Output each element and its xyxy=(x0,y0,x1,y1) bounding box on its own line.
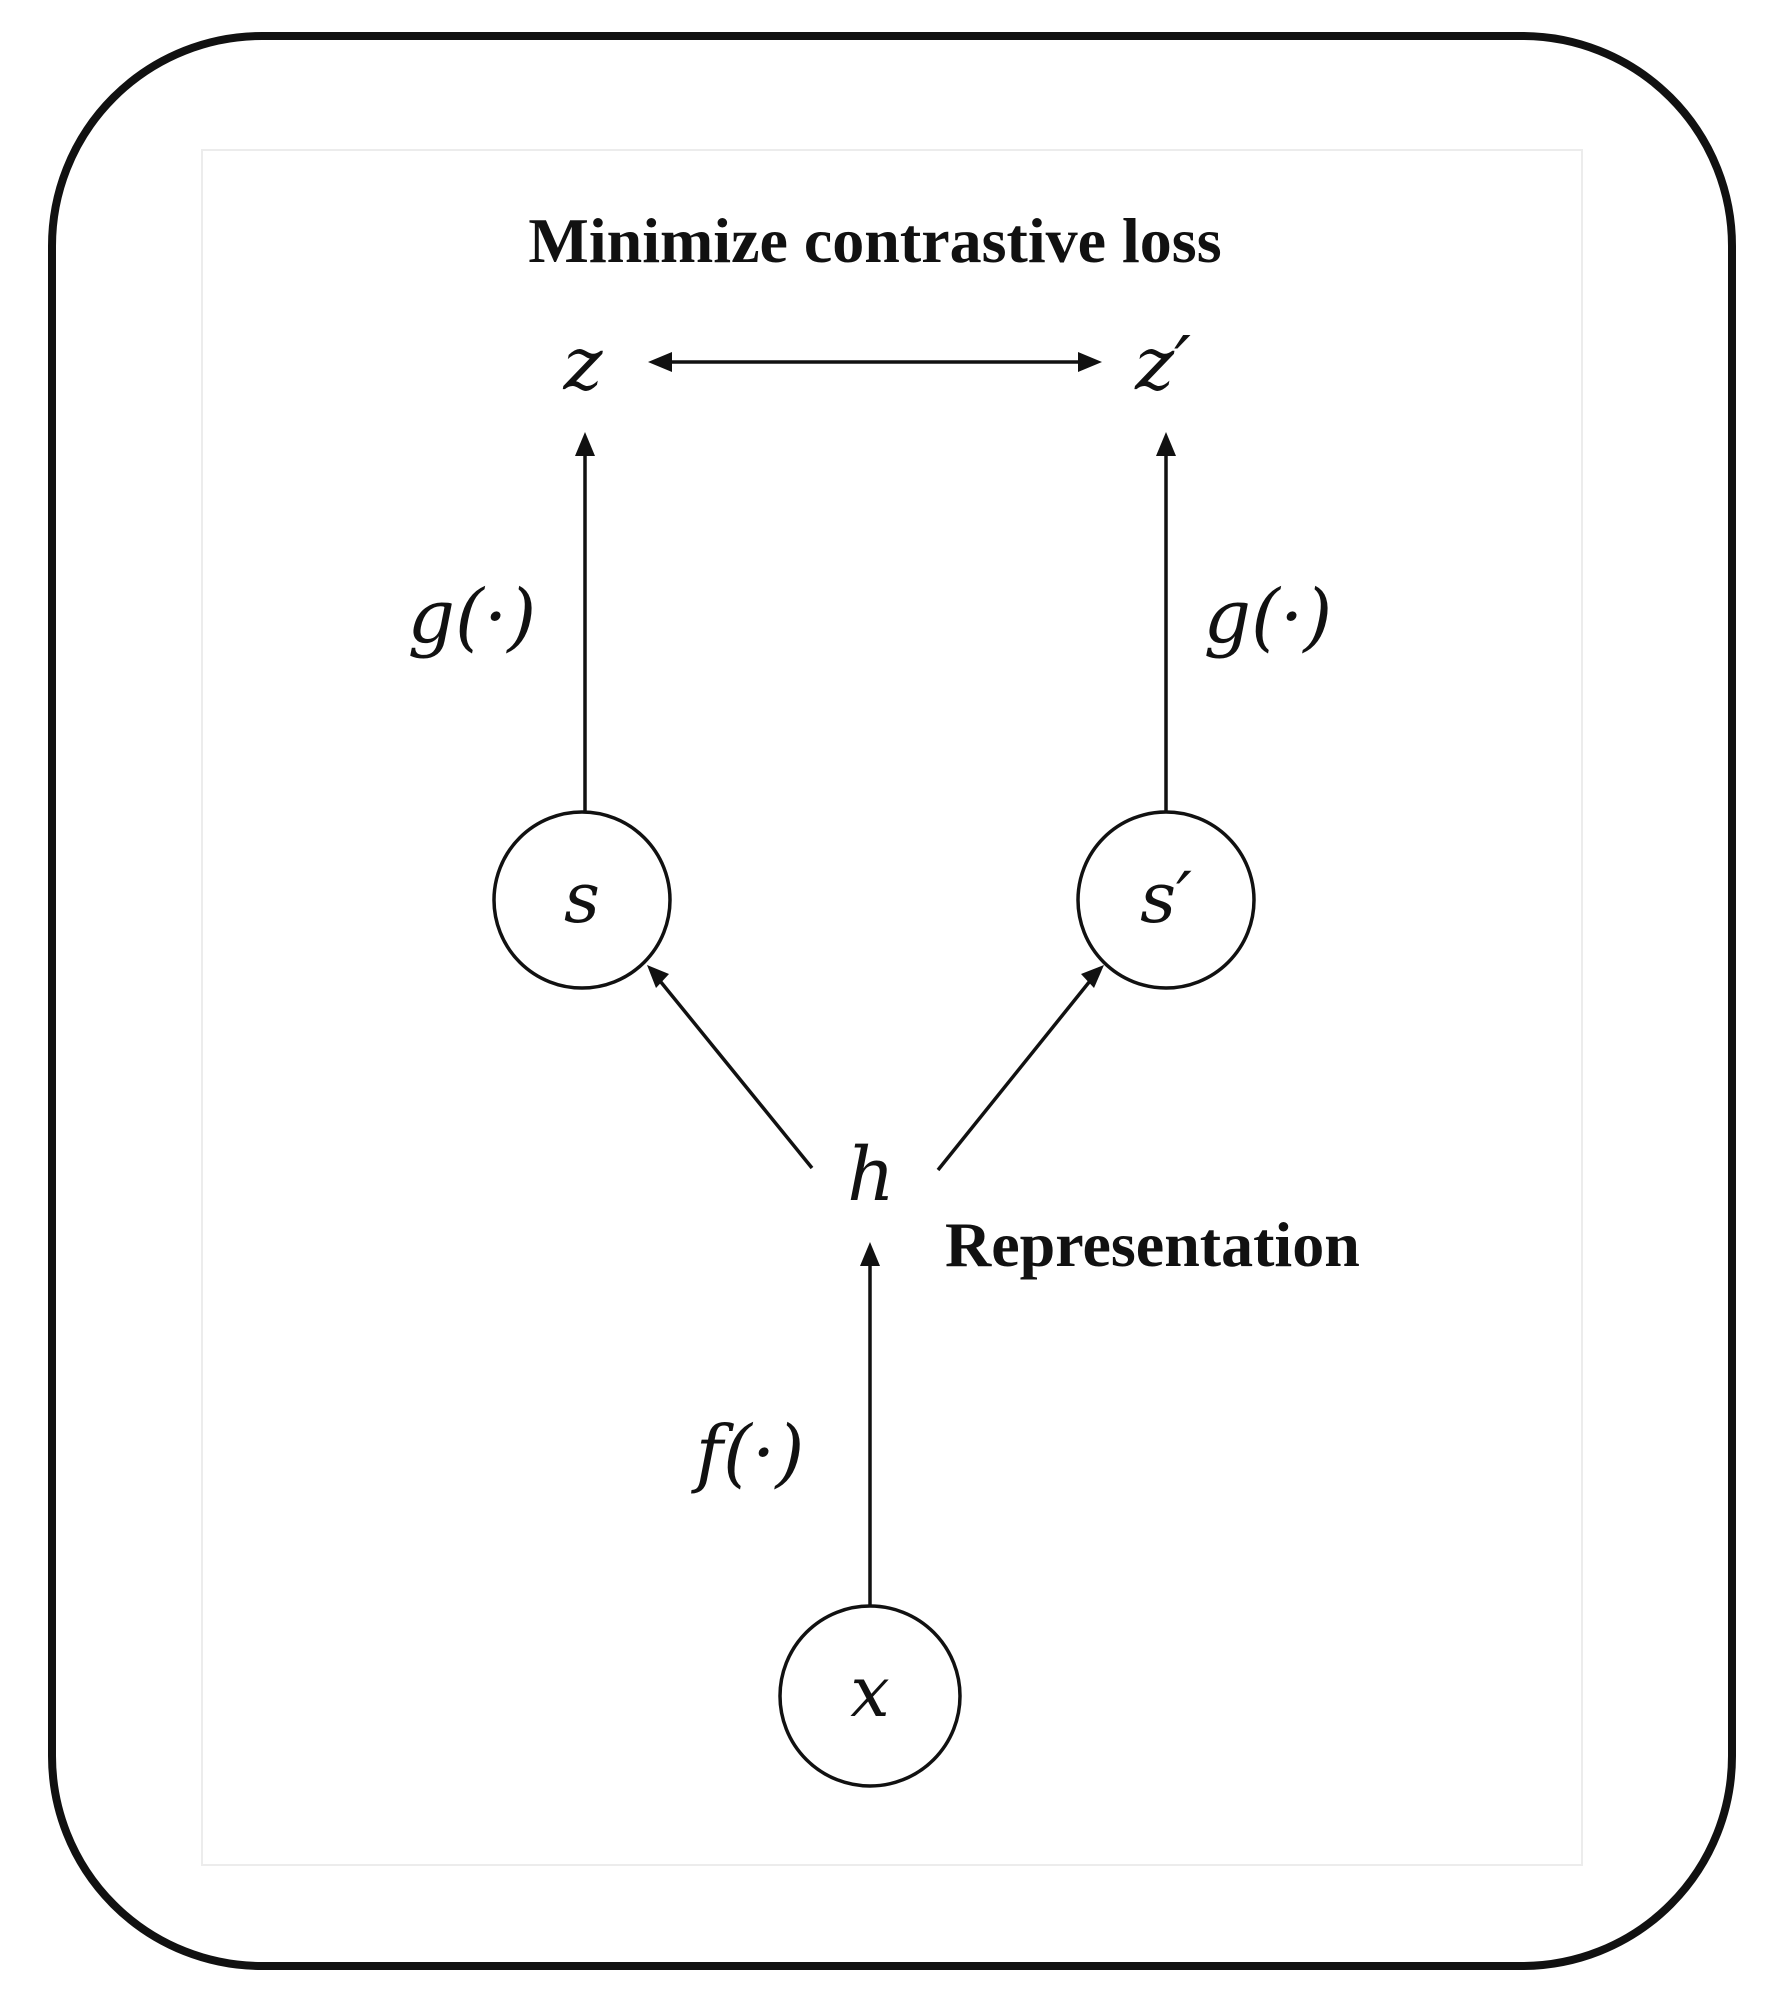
representation-label: Representation xyxy=(945,1209,1360,1280)
s-prime-label: s′ xyxy=(1140,857,1192,939)
g-function-left: g(·) xyxy=(408,574,537,660)
outer-frame xyxy=(48,32,1736,1970)
g-arrow-left xyxy=(575,432,595,812)
inner-panel xyxy=(201,149,1583,1866)
h-to-s-prime-arrow xyxy=(936,965,1104,1172)
s-node: s xyxy=(492,810,672,990)
f-function: f(·) xyxy=(691,1410,805,1496)
s-label: s xyxy=(564,857,600,939)
x-node: x xyxy=(778,1604,962,1788)
h-to-s-arrow xyxy=(647,965,814,1170)
g-function-right: g(·) xyxy=(1204,574,1333,660)
f-arrow xyxy=(860,1242,880,1610)
z-label: z xyxy=(563,321,604,407)
x-label: x xyxy=(850,1651,889,1733)
h-label: h xyxy=(847,1132,895,1218)
g-arrow-right xyxy=(1156,432,1176,812)
s-prime-node: s′ xyxy=(1076,810,1256,990)
diagram-title: Minimize contrastive loss xyxy=(528,205,1221,276)
z-prime-label: z′ xyxy=(1134,321,1191,407)
contrastive-double-arrow xyxy=(648,352,1102,372)
